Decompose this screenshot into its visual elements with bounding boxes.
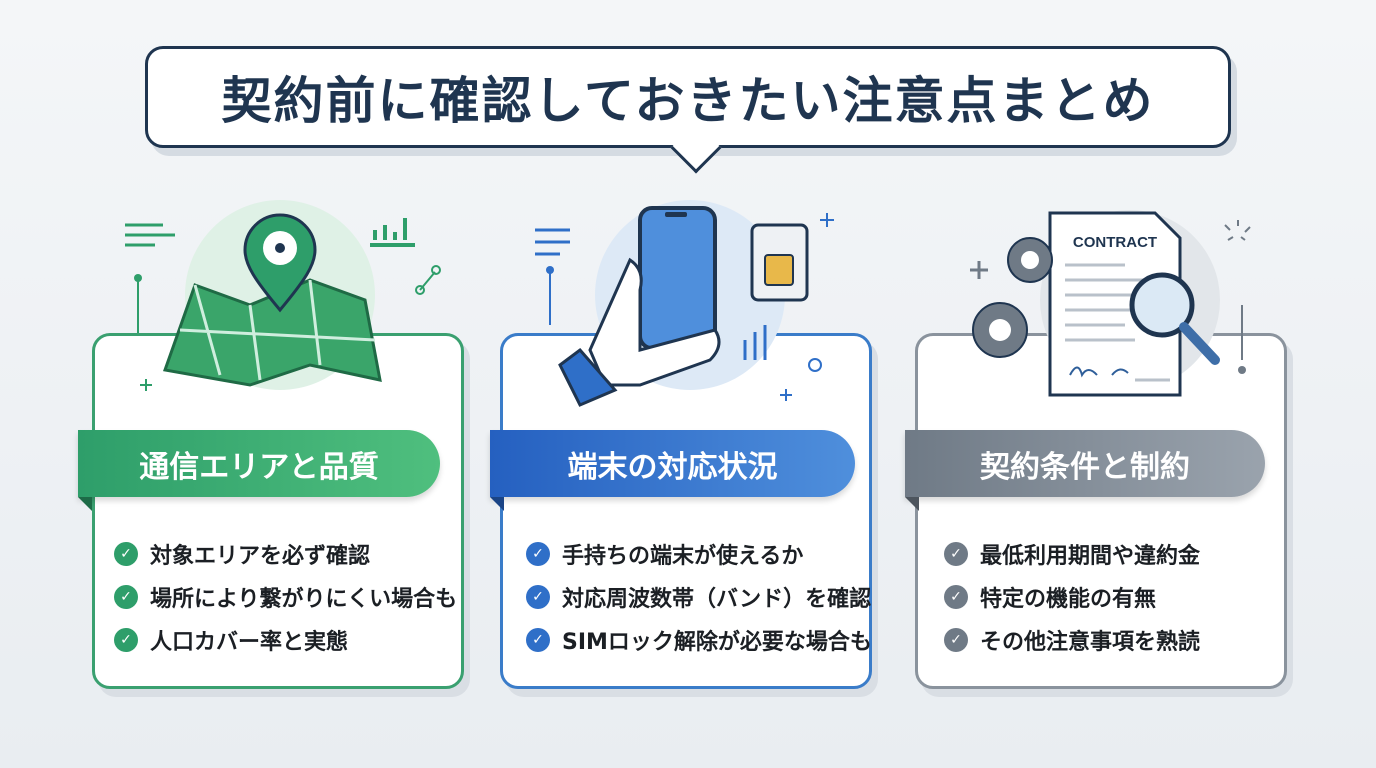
item-text: 対応周波数帯（バンド）を確認	[562, 586, 872, 612]
check-icon: ✓	[944, 541, 968, 566]
page-title: 契約前に確認しておきたい注意点まとめ	[221, 72, 1155, 130]
list-item: ✓ 人口カバー率と実態	[114, 618, 457, 661]
check-icon: ✓	[114, 627, 138, 652]
item-text: 手持ちの端末が使えるか	[562, 543, 804, 569]
title-bubble: 契約前に確認しておきたい注意点まとめ	[145, 46, 1231, 174]
checklist-device-compat: ✓ 手持ちの端末が使えるか ✓ 対応周波数帯（バンド）を確認 ✓ SIMロック解除が必…	[526, 532, 872, 661]
card-heading-contract-terms: 契約条件と制約	[905, 430, 1265, 511]
phone-sim-illustration	[535, 200, 834, 407]
check-icon: ✓	[944, 584, 968, 609]
check-icon: ✓	[944, 627, 968, 652]
list-item: ✓ 対象エリアを必ず確認	[114, 532, 457, 575]
contract-label: CONTRACT	[1073, 234, 1157, 251]
item-text: 対象エリアを必ず確認	[150, 543, 371, 569]
card-heading-area-quality: 通信エリアと品質	[78, 430, 440, 511]
card-device-compat	[500, 333, 872, 689]
item-text: 特定の機能の有無	[980, 586, 1157, 612]
check-icon: ✓	[114, 584, 138, 609]
list-item: ✓ SIMロック解除が必要な場合も	[526, 618, 872, 661]
checklist-contract-terms: ✓ 最低利用期間や違約金 ✓ 特定の機能の有無 ✓ その他注意事項を熟読	[944, 532, 1200, 661]
card-heading-device-compat: 端末の対応状況	[490, 430, 855, 511]
map-pin-illustration	[125, 200, 441, 391]
check-icon: ✓	[114, 541, 138, 566]
item-text: 最低利用期間や違約金	[980, 543, 1201, 569]
list-item: ✓ 対応周波数帯（バンド）を確認	[526, 575, 872, 618]
list-item: ✓ 手持ちの端末が使えるか	[526, 532, 872, 575]
list-item: ✓ その他注意事項を熟読	[944, 618, 1200, 661]
item-text: 人口カバー率と実態	[150, 629, 349, 655]
card-area-quality	[92, 333, 464, 689]
item-text: 場所により繋がりにくい場合も	[150, 586, 458, 612]
contract-illustration: CONTRACT	[970, 210, 1251, 397]
check-icon: ✓	[526, 584, 550, 609]
checklist-area-quality: ✓ 対象エリアを必ず確認 ✓ 場所により繋がりにくい場合も ✓ 人口カバー率と実態	[114, 532, 457, 661]
list-item: ✓ 特定の機能の有無	[944, 575, 1200, 618]
item-text: SIMロック解除が必要な場合も	[562, 629, 872, 655]
item-text: その他注意事項を熟読	[980, 629, 1201, 655]
list-item: ✓ 最低利用期間や違約金	[944, 532, 1200, 575]
list-item: ✓ 場所により繋がりにくい場合も	[114, 575, 457, 618]
check-icon: ✓	[526, 541, 550, 566]
check-icon: ✓	[526, 627, 550, 652]
